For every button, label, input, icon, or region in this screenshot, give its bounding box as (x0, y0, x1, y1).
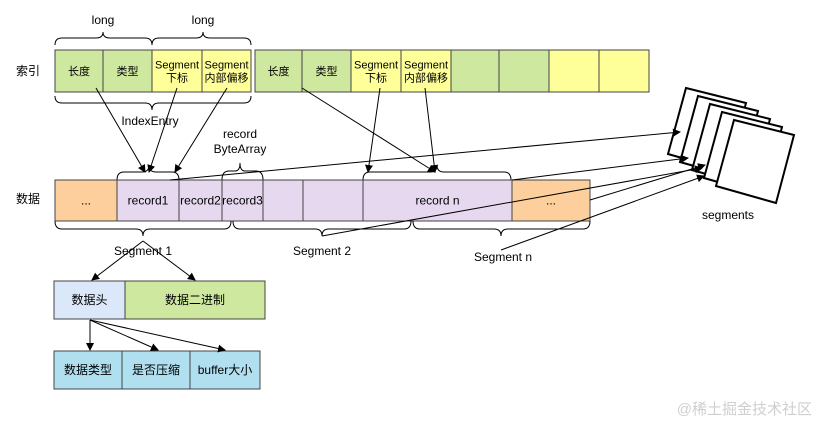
segment-file-5 (714, 118, 796, 205)
segment2-label: Segment 2 (293, 244, 351, 258)
index-row-cell-7-label-1: 内部偏移 (404, 70, 448, 84)
arrow-segment1-to-binary (142, 240, 196, 281)
data-row-cell-1-label: record1 (128, 194, 169, 208)
arrow-header-to-buffer (89, 319, 226, 353)
arrow-index2-to-recordn-a (301, 87, 436, 173)
index-row-cell-3 (201, 49, 252, 93)
arrow-index1-to-record1-c (174, 87, 228, 173)
segment2-brace (232, 220, 412, 237)
index-entry-label: IndexEntry (121, 114, 178, 128)
index-row-cell-1-label: 类型 (117, 64, 139, 78)
header-row-cell-0 (53, 280, 126, 320)
long-brace-2 (151, 31, 252, 46)
segmentn-label: Segment n (474, 250, 532, 264)
arrow-data-to-segment-files-2 (511, 154, 689, 181)
data-row-cell-6 (362, 179, 513, 222)
index-row-cell-9 (498, 49, 550, 93)
detail-row-cell-0-label: 数据类型 (64, 362, 112, 377)
index-row-cell-6-label-1: 下标 (365, 70, 387, 84)
arrow-index2-to-recordn-b (365, 87, 381, 173)
detail-row-cell-1 (121, 350, 191, 390)
index-row-cell-8 (450, 49, 500, 93)
index-row-cell-3-label-0: Segment (204, 59, 248, 71)
detail-row-cell-1-label: 是否压缩 (132, 362, 180, 377)
segmentn-brace (412, 220, 591, 237)
arrow-segment1-to-header (91, 240, 144, 281)
index-row-cell-6-label-0: Segment (354, 59, 398, 71)
index-row-label: 索引 (16, 64, 40, 78)
arrow-data-to-segment-files-4 (321, 165, 703, 237)
detail-row-cell-2 (189, 350, 261, 390)
data-row-label: 数据 (16, 191, 40, 206)
segment-files-stack (666, 86, 796, 205)
segments-label: segments (702, 208, 754, 222)
segment1-label: Segment 1 (114, 244, 172, 258)
index-row-cell-7 (400, 49, 452, 93)
index-row-cell-0 (54, 49, 104, 93)
data-row-cell-0-label: ... (81, 194, 91, 208)
arrows (86, 87, 706, 353)
data-row-cell-0 (54, 179, 118, 222)
index-row-cell-1 (102, 49, 153, 93)
detail-row-cell-0 (53, 350, 123, 390)
segment1-brace (54, 220, 232, 237)
segment-header-detail-row: 数据类型 是否压缩 buffer大小 (53, 350, 261, 390)
arrow-index1-to-record1-a (95, 87, 146, 173)
header-row-cell-1-label: 数据二进制 (165, 292, 225, 307)
data-row-cell-5 (302, 179, 364, 222)
watermark: @稀土掘金技术社区 (677, 401, 812, 418)
segment-header-row: 数据头 数据二进制 (53, 280, 266, 320)
index-row-cell-2-label-1: 下标 (166, 70, 188, 84)
data-row-cell-7 (511, 179, 591, 222)
data-row-cell-6-label: record n (415, 194, 459, 208)
data-row-cell-7-label: ... (546, 194, 556, 208)
detail-row-cell-2-label: buffer大小 (198, 363, 252, 377)
record1-top-brace (116, 164, 180, 181)
index-row-cell-2 (151, 49, 203, 93)
data-row-cell-2 (178, 179, 223, 222)
record-bytearray-label-line2: ByteArray (214, 142, 267, 156)
data-row-cell-2-label: record2 (180, 194, 221, 208)
long-label-2: long (192, 13, 215, 27)
header-row-cell-1 (124, 280, 266, 320)
index-row-cell-11 (598, 49, 650, 93)
data-row-cell-3-label: record3 (222, 194, 263, 208)
recordn-top-brace (362, 164, 512, 181)
record-bytearray-label-line1: record (223, 127, 257, 141)
index-row-cell-4 (254, 49, 303, 93)
index-row-cell-2-label-0: Segment (155, 59, 199, 71)
index-row-cell-4-label: 长度 (268, 64, 290, 78)
index-row-cell-10 (548, 49, 600, 93)
index-row-cell-5 (301, 49, 352, 93)
index-entry-brace (54, 95, 252, 111)
header-row-cell-0-label: 数据头 (71, 292, 107, 307)
index-row-cell-0-label: 长度 (68, 64, 90, 78)
arrow-data-to-segment-files-1 (169, 128, 681, 181)
data-row-cell-1 (116, 179, 180, 222)
arrow-index1-to-record1-b (147, 87, 178, 173)
index-row-cell-3-label-1: 内部偏移 (205, 70, 249, 84)
index-row: 长度类型Segment下标Segment内部偏移长度类型Segment下标Seg… (54, 49, 650, 93)
data-row-cell-4 (262, 179, 304, 222)
index-row-cell-7-label-0: Segment (404, 59, 448, 71)
arrow-data-to-segment-files-5 (500, 174, 705, 251)
index-row-cell-6 (350, 49, 402, 93)
arrow-index2-to-recordn-c (424, 87, 439, 173)
long-brace-1 (54, 31, 153, 46)
index-row-cell-5-label: 类型 (316, 64, 338, 78)
arrow-header-to-compress (89, 319, 159, 351)
long-label-1: long (92, 13, 115, 27)
